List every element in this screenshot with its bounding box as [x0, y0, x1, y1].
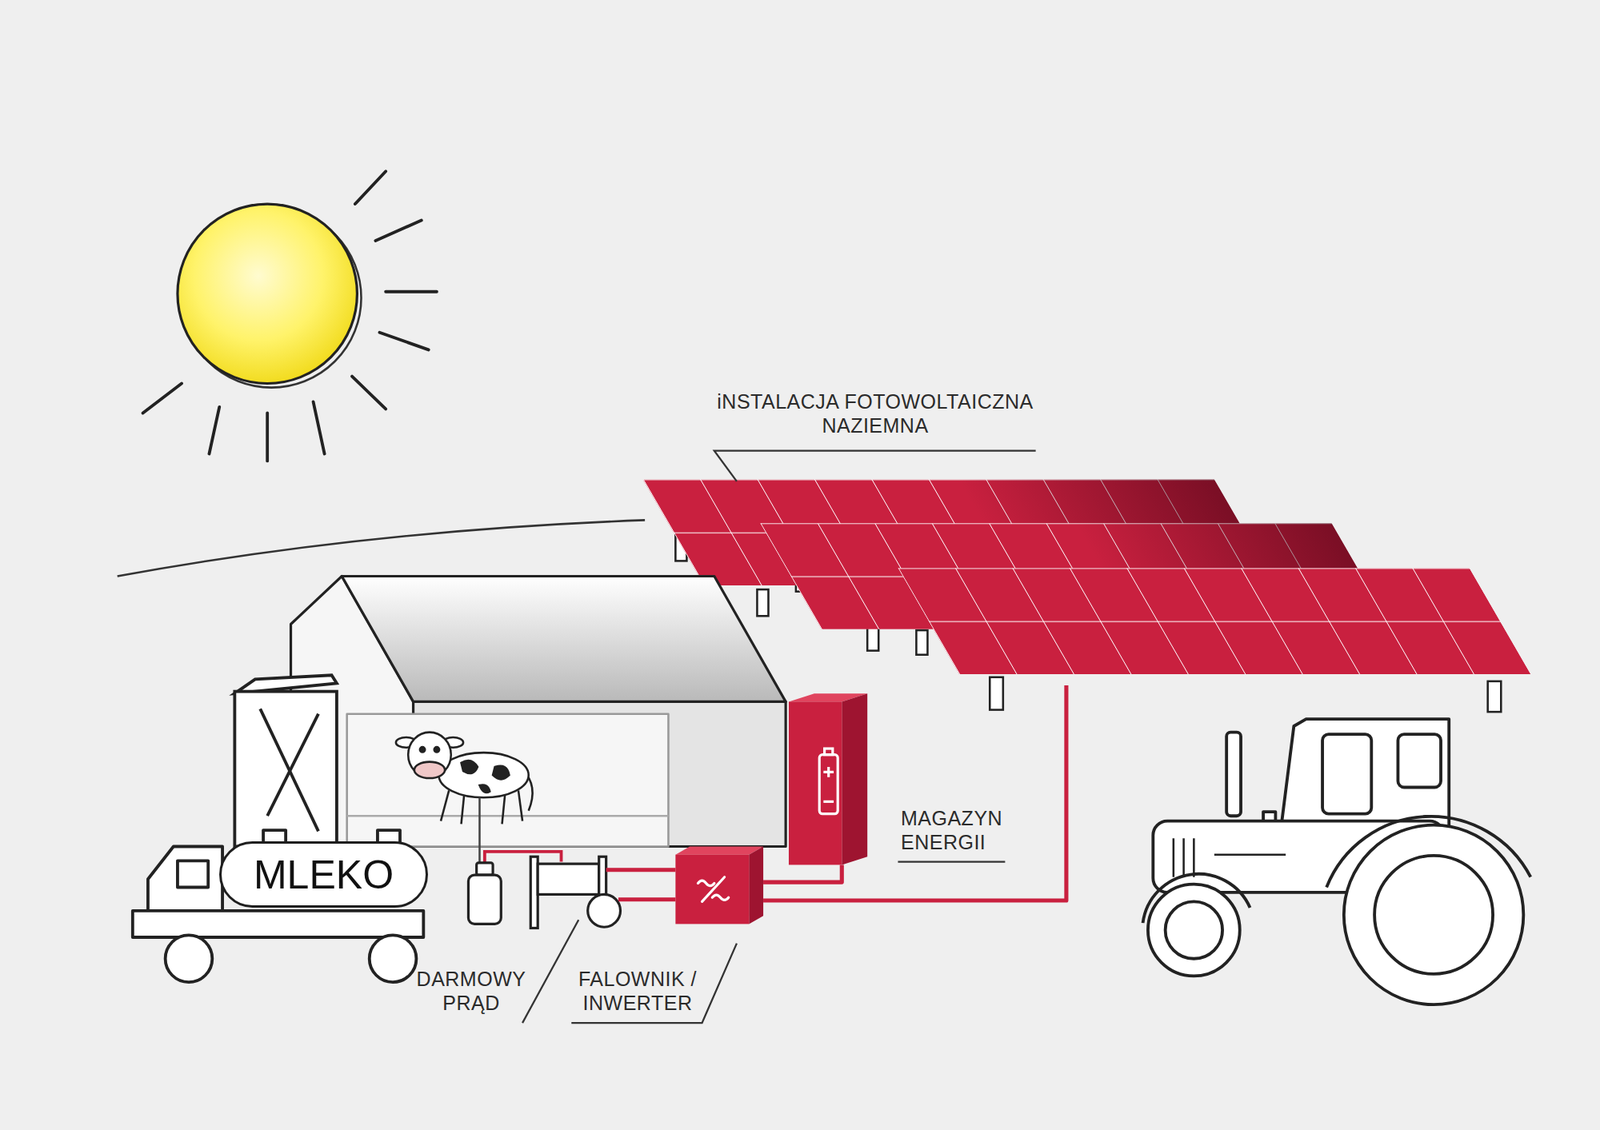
callout-label: MAGAZYN ENERGII: [900, 806, 1029, 855]
crate: [234, 675, 337, 847]
inverter: [675, 846, 764, 924]
barn: [291, 576, 787, 848]
callout-label: DARMOWY PRĄD: [403, 967, 540, 1016]
horizon: [117, 520, 645, 576]
cow: [396, 732, 533, 866]
sun: [143, 171, 437, 461]
milk-tank: MLEKO: [219, 841, 428, 908]
leader-lines: [522, 451, 1036, 1024]
tractor: [1143, 719, 1532, 1005]
power-wires: [606, 685, 1067, 901]
tank-text: MLEKO: [253, 855, 394, 896]
milk-equipment: [468, 852, 620, 929]
energy-storage: [788, 693, 868, 865]
callout-label: iNSTALACJA FOTOWOLTAICZNA NAZIEMNA: [695, 389, 1056, 438]
pv-panel-row: [897, 568, 1531, 675]
callout-label: FALOWNIK / INWERTER: [565, 967, 710, 1016]
